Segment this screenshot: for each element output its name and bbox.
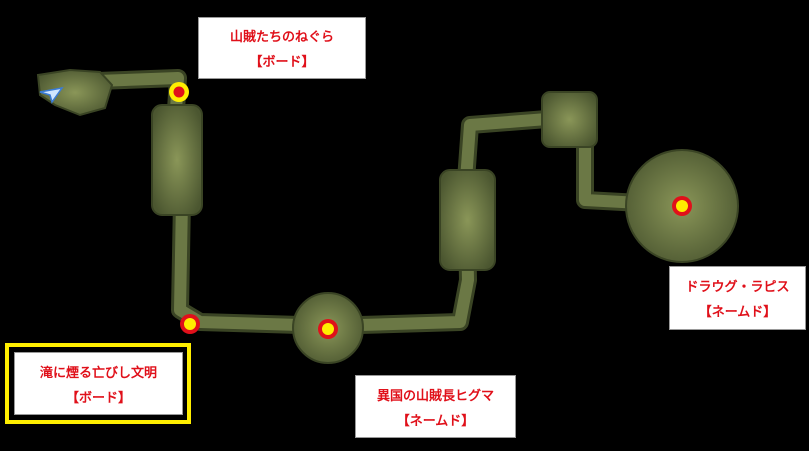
room-start [36,68,114,117]
room-northeast [541,91,598,148]
label-draug-lapis: ドラウグ・ラピス 【ネームド】 [669,266,806,330]
player-arrow-icon [39,86,64,104]
label-bandit-den: 山賊たちのねぐら 【ボード】 [198,17,366,79]
location-name: 滝に煙る亡びし文明 [39,365,157,381]
location-type: 【ネームド】 [698,305,777,320]
room-west-hall [439,169,496,271]
label-higuma: 異国の山賊長ヒグマ 【ネームド】 [355,375,516,438]
location-name: ドラウグ・ラピス [685,280,790,295]
marker-draug-lapis[interactable] [672,196,692,216]
room-north-corridor [151,104,203,216]
location-name: 山賊たちのねぐら [229,30,334,45]
label-waterfall-civilization: 滝に煙る亡びし文明 【ボード】 [14,352,183,415]
marker-higuma[interactable] [318,319,338,339]
marker-bandit-den[interactable] [169,82,189,102]
markers [169,82,692,339]
location-type: 【ボード】 [65,390,131,406]
location-type: 【ネームド】 [396,413,475,429]
marker-waterfall-civilization[interactable] [180,314,200,334]
location-type: 【ボード】 [249,55,315,70]
location-name: 異国の山賊長ヒグマ [376,388,494,404]
